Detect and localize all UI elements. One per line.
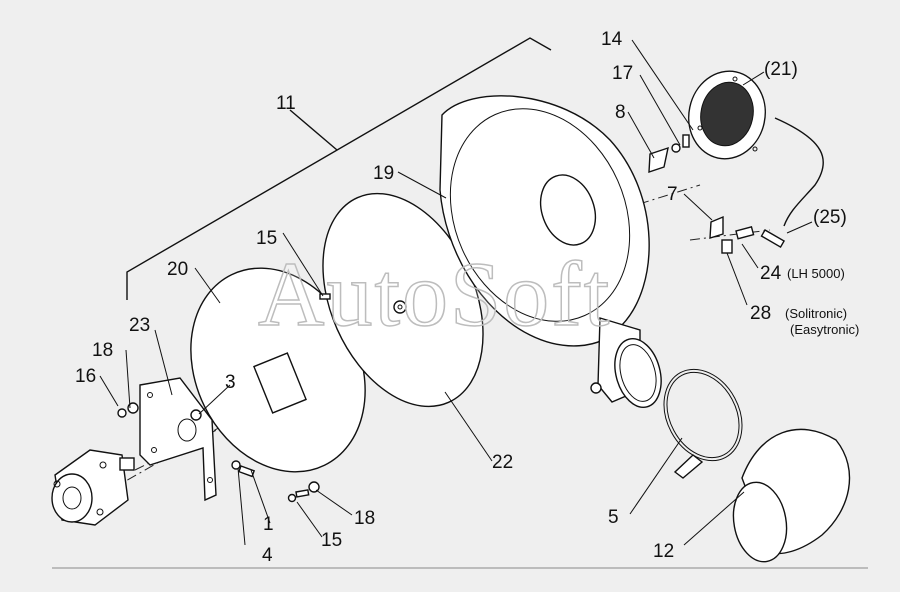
label-15-bottom: 15 bbox=[321, 530, 342, 551]
label-28: 28 bbox=[750, 303, 771, 324]
label-25: (25) bbox=[813, 207, 847, 228]
label-28-note-solitronic: (Solitronic) bbox=[785, 306, 847, 321]
label-18-left: 18 bbox=[92, 340, 113, 361]
label-22: 22 bbox=[492, 452, 513, 473]
label-1: 1 bbox=[263, 514, 274, 535]
group-11-bracket bbox=[126, 37, 552, 300]
label-15-top: 15 bbox=[256, 228, 277, 249]
label-3: 3 bbox=[225, 372, 236, 393]
hose-clamp bbox=[663, 368, 743, 479]
intake-grille bbox=[688, 70, 766, 160]
blower-housing bbox=[439, 95, 662, 408]
label-5: 5 bbox=[608, 507, 619, 528]
air-hose bbox=[732, 428, 851, 563]
label-12: 12 bbox=[653, 541, 674, 562]
label-17: 17 bbox=[612, 63, 633, 84]
label-18-bottom: 18 bbox=[354, 508, 375, 529]
hydraulic-pump bbox=[51, 449, 135, 526]
left-fasteners bbox=[117, 402, 320, 503]
label-8: 8 bbox=[615, 102, 626, 123]
label-19: 19 bbox=[373, 163, 394, 184]
label-24-note: (LH 5000) bbox=[787, 266, 845, 281]
mounting-bracket bbox=[139, 377, 217, 502]
label-7: 7 bbox=[667, 184, 678, 205]
label-11: 11 bbox=[276, 93, 296, 114]
label-16: 16 bbox=[75, 366, 96, 387]
label-20: 20 bbox=[167, 259, 188, 280]
leader-lines bbox=[99, 39, 813, 546]
label-28-note-easytronic: (Easytronic) bbox=[790, 322, 859, 337]
label-14: 14 bbox=[601, 29, 623, 50]
watermark: AutoSoft bbox=[258, 243, 611, 345]
label-24: 24 bbox=[760, 263, 782, 284]
label-4: 4 bbox=[262, 545, 273, 566]
disk-20 bbox=[190, 267, 366, 473]
sensor-cable bbox=[760, 117, 824, 249]
label-21: (21) bbox=[764, 59, 798, 80]
label-23: 23 bbox=[129, 315, 150, 336]
